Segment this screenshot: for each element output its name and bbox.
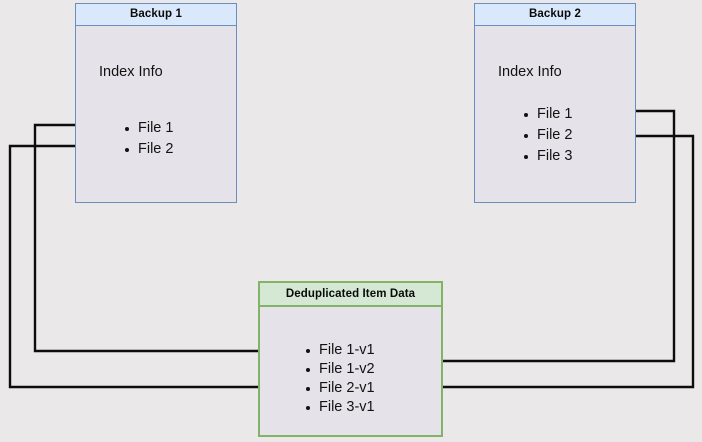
- list-item[interactable]: File 3: [522, 146, 572, 167]
- dedup-title: Deduplicated Item Data: [260, 283, 441, 307]
- backup-2-caption: Index Info: [498, 64, 562, 80]
- list-item[interactable]: File 2: [123, 139, 173, 160]
- backup-2-body: Index Info File 1 File 2 File 3: [475, 26, 635, 202]
- edge-backup1-file2-to-file2v1: [8, 144, 300, 396]
- dedup-item-label: File 1-v1: [319, 342, 375, 358]
- backup-1-caption: Index Info: [99, 64, 163, 80]
- list-item[interactable]: File 2-v1: [304, 379, 375, 398]
- dedup-body: File 1-v1 File 1-v2 File 2-v1 File 3-v1: [260, 307, 441, 435]
- backup-1-box[interactable]: Backup 1 Index Info File 1 File 2: [75, 3, 237, 203]
- list-item[interactable]: File 2: [522, 125, 572, 146]
- list-item[interactable]: File 1: [123, 118, 173, 139]
- backup-2-file-label: File 2: [537, 127, 573, 143]
- dedup-item-label: File 1-v2: [319, 361, 375, 377]
- backup-1-file-list: File 1 File 2: [123, 118, 173, 160]
- deduplicated-item-data-box[interactable]: Deduplicated Item Data File 1-v1 File 1-…: [258, 281, 443, 437]
- list-item[interactable]: File 1-v2: [304, 360, 375, 379]
- backup-1-title: Backup 1: [76, 4, 236, 26]
- dedup-item-label: File 2-v1: [319, 380, 375, 396]
- dedup-item-label: File 3-v1: [319, 399, 375, 415]
- edge-backup2-file2-to-file2v1: [390, 134, 695, 396]
- dedup-item-list: File 1-v1 File 1-v2 File 2-v1 File 3-v1: [304, 341, 375, 417]
- backup-2-box[interactable]: Backup 2 Index Info File 1 File 2 File 3: [474, 3, 636, 203]
- backup-2-file-label: File 3: [537, 148, 573, 164]
- backup-2-file-label: File 1: [537, 106, 573, 122]
- backup-1-body: Index Info File 1 File 2: [76, 26, 236, 202]
- backup-1-file-label: File 1: [138, 120, 174, 136]
- backup-1-file-label: File 2: [138, 141, 174, 157]
- backup-2-title: Backup 2: [475, 4, 635, 26]
- backup-2-file-list: File 1 File 2 File 3: [522, 104, 572, 167]
- list-item[interactable]: File 1-v1: [304, 341, 375, 360]
- list-item[interactable]: File 1: [522, 104, 572, 125]
- list-item[interactable]: File 3-v1: [304, 398, 375, 417]
